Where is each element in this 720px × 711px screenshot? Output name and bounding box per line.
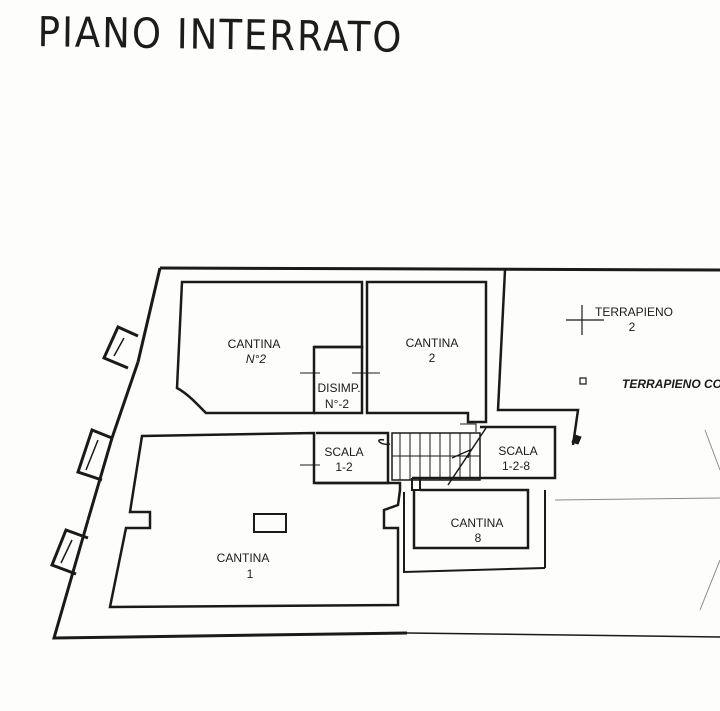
outer-wall: [51, 266, 720, 640]
room-cantina-8: CANTINA 8: [451, 516, 504, 545]
terrapieno-marker: [566, 305, 604, 335]
room-disimpegno-number: N°-2: [325, 397, 349, 411]
area-terrapieno-co-name: TERRAPIENO CO: [622, 377, 720, 391]
area-terrapieno-co: TERRAPIENO CO: [622, 377, 720, 391]
room-cantina-2: CANTINA 2: [406, 336, 459, 365]
room-cantina-1-name: CANTINA: [217, 551, 270, 565]
room-cantina-1: CANTINA 1: [217, 551, 270, 581]
room-scala-12-name: SCALA: [324, 445, 363, 459]
room-cantina-1-walls: [108, 431, 402, 609]
room-cantina-8-number: 8: [475, 531, 482, 545]
room-cantina-2-walls: [365, 280, 488, 424]
pillar-block: [253, 513, 287, 533]
area-terrapieno-2-name: TERRAPIENO: [595, 305, 673, 319]
room-scala-12-number: 1-2: [335, 460, 353, 474]
room-disimpegno-name: DISIMP.: [317, 381, 360, 395]
window-bay-bottom: [50, 528, 89, 576]
room-cantina-n2: CANTINA N°2: [228, 337, 281, 366]
room-cantina-2-name: CANTINA: [406, 336, 459, 350]
room-cantina-n2-name: CANTINA: [228, 337, 281, 351]
room-cantina-1-number: 1: [247, 567, 254, 581]
area-terrapieno-2-number: 2: [629, 320, 636, 334]
terrain-lines: [554, 429, 720, 611]
room-scala-128-number: 1-2-8: [502, 459, 530, 473]
area-terrapieno-2: TERRAPIENO 2: [595, 305, 673, 334]
room-scala-128-walls: [411, 425, 557, 491]
room-scala-128-name: SCALA: [498, 444, 537, 458]
room-cantina-8-walls: [403, 488, 546, 574]
room-disimpegno: DISIMP. N°-2: [317, 381, 360, 411]
room-cantina-8-name: CANTINA: [451, 516, 504, 530]
window-bay-middle: [76, 428, 113, 482]
room-scala-12-walls: [300, 431, 390, 485]
room-scala-12: SCALA 1-2: [324, 445, 363, 474]
room-cantina-n2-number: N°2: [246, 352, 266, 366]
window-bay-top: [101, 325, 139, 370]
staircase: [378, 423, 487, 486]
room-cantina-2-number: 2: [429, 351, 436, 365]
terrapieno-edge: [496, 269, 587, 446]
room-scala-128: SCALA 1-2-8: [498, 444, 537, 473]
